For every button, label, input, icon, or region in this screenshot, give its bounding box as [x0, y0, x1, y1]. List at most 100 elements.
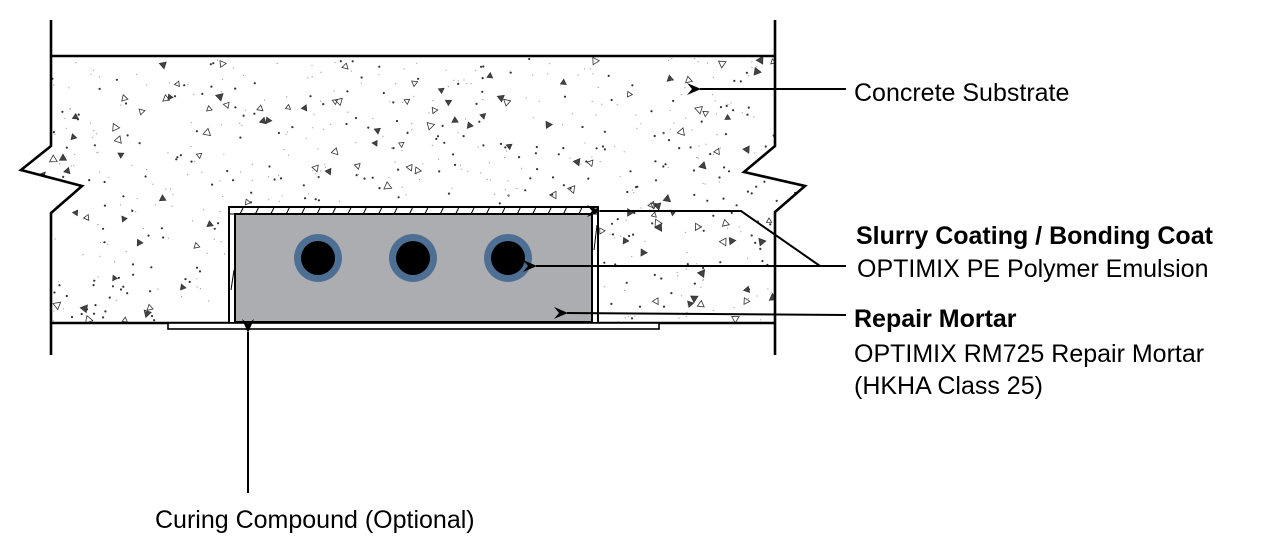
aggregate-dot	[162, 236, 165, 239]
aggregate-dot	[633, 211, 636, 214]
aggregate-stone	[451, 116, 459, 123]
aggregate-dot	[92, 136, 94, 138]
aggregate-stone	[548, 190, 557, 200]
aggregate-stone	[651, 297, 659, 306]
aggregate-dot	[504, 189, 507, 191]
aggregate-dot	[367, 126, 370, 129]
aggregate-dot	[667, 166, 669, 168]
aggregate-dot	[785, 140, 787, 142]
aggregate-stone	[167, 93, 174, 101]
aggregate-dot	[360, 82, 362, 84]
aggregate-dot	[41, 115, 44, 118]
rebar-group	[294, 234, 532, 282]
aggregate-dot	[463, 79, 465, 81]
concrete-fill	[21, 56, 805, 323]
aggregate-dot	[196, 278, 198, 280]
aggregate-dot	[620, 235, 622, 237]
aggregate-dot	[389, 101, 391, 103]
aggregate-dot	[103, 241, 106, 244]
aggregate-dot	[382, 135, 384, 137]
aggregate-stone	[802, 211, 805, 220]
aggregate-stone	[466, 121, 474, 129]
aggregate-stone	[79, 304, 88, 314]
aggregate-dot	[727, 227, 729, 229]
aggregate-dot	[599, 161, 601, 163]
aggregate-dot	[610, 222, 614, 225]
aggregate-dot	[788, 142, 791, 144]
aggregate-stone	[113, 135, 122, 144]
aggregate-dot	[687, 304, 689, 307]
aggregate-stone	[371, 139, 378, 147]
aggregate-dot	[65, 127, 67, 129]
aggregate-dot	[789, 138, 791, 141]
aggregate-dot	[209, 63, 212, 66]
aggregate-dot	[730, 211, 733, 214]
rebar	[484, 234, 532, 282]
aggregate-dot	[438, 170, 441, 173]
aggregate-dot	[563, 95, 567, 98]
aggregate-dot	[443, 141, 446, 144]
aggregate-dot	[477, 146, 479, 148]
aggregate-dot	[528, 57, 531, 61]
aggregate-dot	[551, 176, 555, 179]
aggregate-stone	[330, 147, 339, 156]
aggregate-dot	[464, 118, 467, 120]
aggregate-dot	[551, 193, 554, 196]
aggregate-dot	[372, 117, 374, 120]
aggregate-dot	[653, 134, 656, 138]
aggregate-dot	[592, 73, 594, 75]
aggregate-dot	[61, 110, 64, 113]
aggregate-stone	[742, 145, 750, 154]
aggregate-dot	[746, 257, 749, 259]
aggregate-stone	[193, 241, 201, 249]
aggregate-stone	[41, 314, 49, 322]
aggregate-dot	[809, 212, 810, 213]
rebar	[389, 234, 437, 282]
aggregate-stone	[721, 218, 731, 227]
aggregate-dot	[276, 62, 278, 65]
aggregate-dot	[718, 176, 721, 179]
aggregate-stone	[627, 90, 634, 98]
aggregate-dot	[676, 271, 678, 273]
aggregate-dot	[800, 99, 804, 103]
aggregate-dot	[351, 60, 354, 63]
aggregate-dot	[482, 144, 485, 147]
aggregate-dot	[638, 305, 642, 308]
aggregate-dot	[706, 201, 708, 203]
aggregate-dot	[58, 284, 61, 287]
aggregate-dot	[770, 291, 772, 293]
aggregate-stone	[256, 104, 264, 112]
aggregate-dot	[168, 82, 170, 84]
aggregate-dot	[403, 68, 405, 70]
label-slurry-product: OPTIMIX PE Polymer Emulsion	[857, 255, 1209, 283]
aggregate-dot	[610, 302, 613, 305]
aggregate-dot	[394, 83, 397, 85]
aggregate-dot	[53, 291, 56, 294]
aggregate-dot	[45, 139, 47, 142]
aggregate-dot	[587, 177, 590, 180]
aggregate-dot	[312, 127, 314, 129]
aggregate-dot	[339, 60, 342, 63]
aggregate-dot	[548, 63, 550, 65]
aggregate-dot	[213, 227, 216, 230]
aggregate-dot	[693, 193, 696, 196]
aggregate-dot	[481, 90, 484, 93]
aggregate-dot	[157, 288, 159, 290]
aggregate-dot	[179, 154, 182, 157]
aggregate-dot	[707, 62, 709, 64]
aggregate-dot	[482, 99, 484, 101]
aggregate-dot	[97, 224, 99, 226]
aggregate-dot	[39, 135, 42, 138]
aggregate-dot	[509, 71, 512, 74]
aggregate-dot	[493, 193, 496, 195]
aggregate-dot	[93, 144, 96, 147]
aggregate-dot	[241, 124, 243, 126]
aggregate-dot	[103, 180, 106, 184]
aggregate-dot	[457, 80, 459, 82]
aggregate-dot	[702, 182, 704, 185]
aggregate-dot	[345, 122, 348, 126]
aggregate-dot	[176, 156, 179, 159]
aggregate-dot	[670, 292, 673, 295]
aggregate-dot	[625, 219, 627, 221]
aggregate-dot	[802, 72, 805, 75]
